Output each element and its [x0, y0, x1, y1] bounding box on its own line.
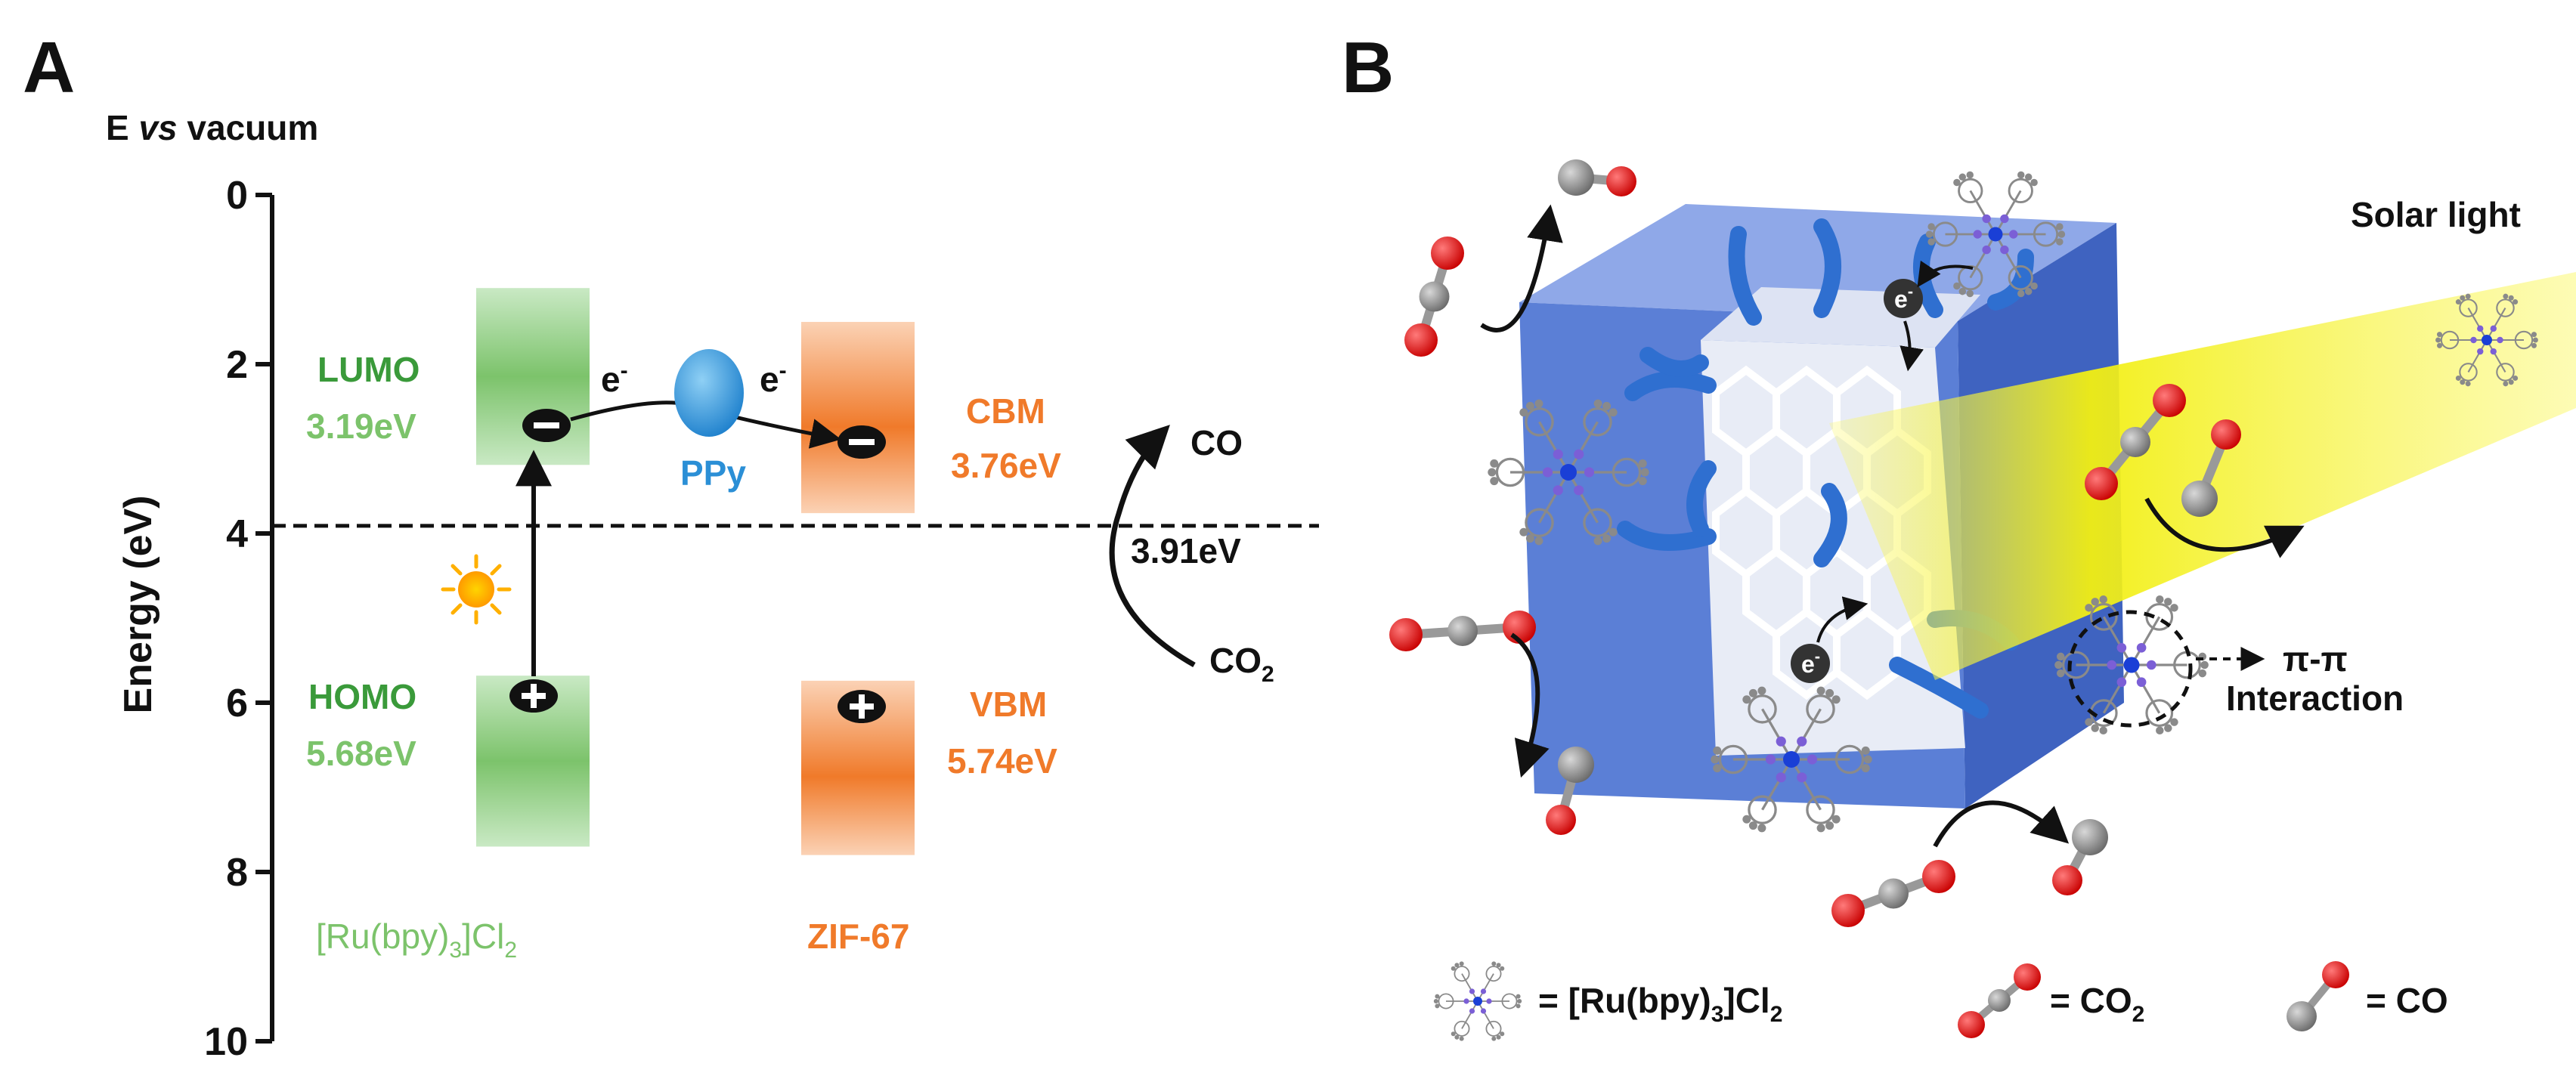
electron-arrow-top: [1917, 260, 1974, 288]
legend-co2-icon: [1958, 963, 2041, 1038]
electron-label-1: e-: [601, 358, 628, 399]
homo-hole-icon: [509, 679, 558, 713]
lumo-value: 3.19eV: [306, 407, 416, 446]
panel-b: B: [1342, 27, 2576, 1041]
ppy-chains: [1617, 218, 2034, 719]
ru-complex: [1711, 686, 1872, 833]
homo-value: 5.68eV: [306, 734, 416, 773]
photosensitizer-name: [Ru(bpy)3]Cl2: [316, 917, 517, 963]
vbm-hole-icon: [838, 690, 886, 723]
electron-icon-bottom: e-: [1791, 644, 1830, 683]
legend-co2-label: = CO2: [2050, 981, 2144, 1027]
legend: = [Ru(bpy)3]Cl2 = CO2 = CO: [1433, 961, 2448, 1041]
co2-reactant-label: CO2: [1209, 641, 1274, 687]
co-product-label: CO: [1190, 423, 1243, 462]
panel-a: A E vs vacuum 0 2 4 6 8 10 Energy (eV) LUMO 3…: [23, 27, 1319, 1064]
electron-label-2: e-: [760, 358, 787, 399]
y-tick-label: 2: [226, 343, 248, 387]
axis-title: E vs vacuum: [106, 108, 318, 147]
electron-icon-top: e-: [1884, 279, 1923, 318]
molecules: [1389, 159, 2241, 927]
panel-a-label: A: [23, 27, 75, 108]
ru-complexes: [1488, 171, 2538, 833]
co2-reduction-arrow: [1109, 425, 1196, 668]
cbm-electron-icon: [838, 425, 886, 459]
ppy-mediator-icon: [674, 349, 744, 437]
reaction-arrows: [1480, 204, 2305, 848]
y-tick-label: 6: [226, 682, 248, 725]
lumo-name: LUMO: [317, 350, 420, 389]
cbm-value: 3.76eV: [951, 446, 1061, 485]
legend-ru-complex-icon: [1433, 961, 1522, 1041]
legend-co-label: = CO: [2366, 981, 2448, 1020]
co2-molecule: [1404, 237, 1464, 357]
co2-molecule: [2085, 384, 2186, 500]
panel-b-label: B: [1342, 27, 1394, 108]
solar-light-beam: [1829, 272, 2576, 680]
svg-text:e-: e-: [1801, 647, 1820, 678]
co-molecule: [2181, 419, 2241, 517]
pi-pi-highlight: [2067, 610, 2193, 728]
electron-arrow-top-down: [1899, 320, 1924, 372]
ppy-label: PPy: [680, 453, 746, 493]
co-molecule: [1546, 747, 1594, 835]
co-molecule: [1558, 159, 1636, 196]
reference-level-label: 3.91eV: [1131, 531, 1241, 570]
co-molecule: [2052, 819, 2108, 895]
vbm-value: 5.74eV: [947, 741, 1057, 781]
sun-icon: [441, 554, 512, 625]
y-tick-label: 4: [226, 512, 248, 556]
y-tick-label: 10: [204, 1020, 248, 1064]
cbm-name: CBM: [966, 391, 1045, 431]
ru-complex: [2054, 595, 2209, 734]
co2-molecule: [1831, 860, 1955, 927]
pi-pi-label: π-π: [2283, 639, 2348, 679]
cbm-band: [801, 322, 915, 514]
y-tick-label: 8: [226, 851, 248, 895]
ru-complex: [1925, 171, 2066, 298]
solar-light-label: Solar light: [2351, 195, 2521, 234]
y-axis-label: Energy (eV): [116, 496, 160, 714]
lumo-electron-icon: [522, 409, 571, 442]
svg-text:e-: e-: [1894, 282, 1913, 313]
legend-co-icon: [2287, 961, 2349, 1031]
interaction-label: Interaction: [2226, 679, 2404, 718]
ru-complex: [2435, 293, 2538, 387]
mof-name: ZIF-67: [807, 917, 909, 956]
legend-ru-label: = [Ru(bpy)3]Cl2: [1538, 981, 1782, 1027]
y-axis: 0 2 4 6 8 10: [204, 174, 274, 1064]
co2-molecule: [1389, 611, 1536, 651]
electron-arrow-bottom: [1816, 596, 1869, 643]
homo-name: HOMO: [308, 677, 416, 716]
ru-complex: [1488, 399, 1649, 546]
legend-ru-glyph: [1433, 961, 1522, 1041]
vbm-name: VBM: [970, 685, 1047, 724]
y-tick-label: 0: [226, 174, 248, 218]
